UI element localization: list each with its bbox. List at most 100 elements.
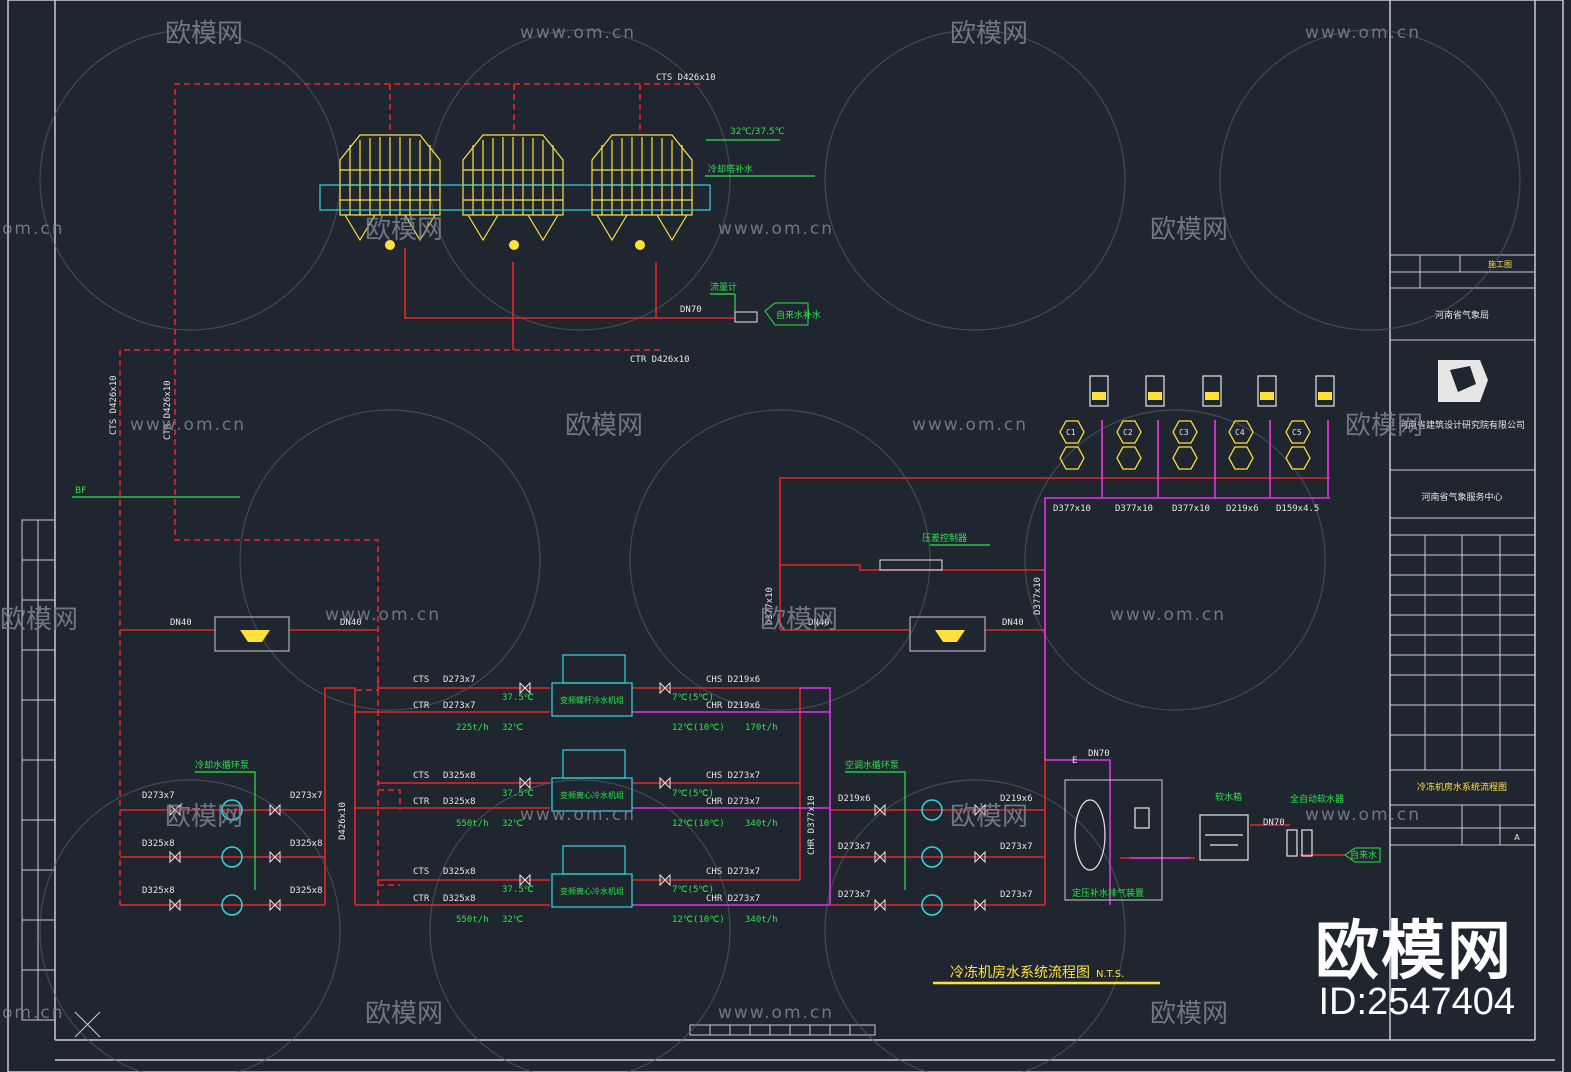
expansion-unit-vessel [1074, 799, 1150, 871]
bottom-scale-bar [74, 1011, 876, 1038]
tower-valves [385, 240, 645, 250]
chiller2-chs: CHS D273x7 [706, 771, 760, 781]
distributor-outlet-1: D377x10 [1053, 504, 1091, 514]
drawing-scale-note: N.T.S. [1096, 969, 1125, 980]
bypass-dn40-left-2: DN40 [340, 618, 362, 628]
terminal-unit-fans [1092, 392, 1332, 400]
chiller2-temp-chw: 7℃(5℃) [672, 789, 714, 799]
pipe-label-cts-top: CTS D426x10 [656, 73, 716, 83]
zone-c2: C2 [1123, 428, 1133, 437]
chiller1-out-pipe: D273x7 [443, 701, 476, 711]
green-leaders [72, 139, 990, 890]
softwater-tank-label: 软水箱 [1215, 791, 1242, 803]
chiller3-temp-chw: 7℃(5℃) [672, 885, 714, 895]
valve-symbols [169, 681, 986, 912]
bypass-box-left [214, 616, 290, 652]
chiller2-temp-in: 37.5℃ [502, 789, 534, 799]
wm-brand-6: 欧模网 [165, 802, 243, 832]
pressure-diff-controller [879, 559, 943, 571]
wm-url-11: om.cn [2, 219, 65, 239]
tap-water-tag [1344, 847, 1381, 863]
zone-hexagons [1059, 420, 1311, 470]
makeup-dn-label: DN70 [680, 305, 702, 315]
expansion-unit-label: 定压补水排气装置 [1072, 887, 1144, 899]
tap-water-label: 自来水 [1350, 849, 1377, 861]
vertical-cts-label: CTS D426x10 [109, 375, 119, 435]
chw-pump-label: 空调水循环泵 [845, 759, 899, 771]
chiller2-temp-cw: 32℃ [502, 819, 523, 829]
wm-brand-2: 欧模网 [950, 19, 1028, 49]
wm-url-5: www.om.cn [912, 415, 1028, 435]
wt-e-label: E [1072, 756, 1077, 766]
wm-brand-8: 欧模网 [1150, 999, 1228, 1029]
title-block-stage: 施工图 [1488, 259, 1512, 269]
chiller1-temp-cw: 32℃ [502, 723, 523, 733]
big-watermark-brand: 欧模网 [1315, 915, 1513, 989]
chiller1-in-pipe: D273x7 [443, 675, 476, 685]
wm-url-9: www.om.cn [520, 805, 636, 825]
title-block-client: 河南省气象局 [1435, 309, 1489, 321]
wm-url-3: www.om.cn [718, 219, 834, 239]
wm-brand-4: 欧模网 [565, 411, 643, 441]
wm-url-1: www.om.cn [520, 23, 636, 43]
cw-pump-out-2: D325x8 [290, 839, 323, 849]
chiller3-temp-cw: 32℃ [502, 915, 523, 925]
title-block-design-inst: 河南省建筑设计研究院有限公司 [1399, 419, 1525, 431]
softener-cylinders [1286, 829, 1313, 857]
chiller2-name: 变频离心冷水机组 [560, 790, 624, 800]
chiller-unit-1 [551, 654, 633, 717]
distributor-outlet-5: D159x4.5 [1276, 504, 1319, 514]
cooling-tower-3 [591, 134, 693, 242]
chiller3-cts: CTS [413, 867, 429, 877]
wm-brand-3: 欧模网 [1150, 215, 1228, 245]
chiller1-temp-chwr: 12℃(10℃) [672, 723, 725, 733]
flow-meter-label: 流量计 [710, 281, 737, 293]
chiller1-temp-in: 37.5℃ [502, 693, 534, 703]
chilled-water-magenta [632, 420, 1330, 906]
wm-url-12: om.cn [2, 1003, 65, 1023]
bypass-box-right [909, 616, 986, 652]
chiller3-flow-chw: 340t/h [745, 915, 778, 925]
tower-note-label: 冷却塔补水 [708, 163, 753, 175]
chw-pump-in-3: D273x7 [838, 890, 871, 900]
chiller1-cts: CTS [413, 675, 429, 685]
cooling-tower-2 [462, 134, 564, 242]
chiller1-ctr: CTR [413, 701, 430, 711]
makeup-tag-label: 自来水补水 [776, 309, 821, 321]
wm-brand-9: 欧模网 [0, 605, 78, 635]
chiller1-flow-chw: 170t/h [745, 723, 778, 733]
chiller2-flow-cw: 550t/h [456, 819, 489, 829]
chiller2-ctr: CTR [413, 797, 430, 807]
chw-pump-group [921, 799, 943, 916]
wm-brand-12: 欧模网 [1345, 411, 1423, 441]
watermark-arcs [39, 29, 1521, 1072]
bypass-dn40-right: DN40 [808, 618, 830, 628]
wm-url-7: www.om.cn [1110, 605, 1226, 625]
chiller1-chr: CHR D219x6 [706, 701, 760, 711]
cooling-water-supply-dashed [119, 83, 700, 905]
cw-pump-in-2: D325x8 [142, 839, 175, 849]
zone-c5: C5 [1292, 428, 1302, 437]
chiller2-out-pipe: D325x8 [443, 797, 476, 807]
pipe-label-ctr-bottom: CTR D426x10 [630, 355, 690, 365]
vertical-ctr-label: CTR D426x10 [163, 380, 173, 440]
chiller3-out-pipe: D325x8 [443, 894, 476, 904]
tower-temp-label: 32℃/37.5℃ [730, 127, 785, 137]
title-block-rev: A [1514, 833, 1520, 842]
cw-pump-group [221, 799, 243, 916]
cw-pump-out-1: D273x7 [290, 791, 323, 801]
makeup-water-tag [764, 302, 809, 326]
cw-pump-out-3: D325x8 [290, 886, 323, 896]
cw-pump-label: 冷却水循环泵 [195, 759, 249, 771]
wm-brand-10: 欧模网 [950, 802, 1028, 832]
wm-brand-1: 欧模网 [165, 19, 243, 49]
bypass-filter-icons [240, 630, 965, 642]
chiller1-flow-cw: 225t/h [456, 723, 489, 733]
title-block [1390, 254, 1535, 846]
riser-label-1: D377x10 [765, 587, 775, 625]
chiller3-flow-cw: 550t/h [456, 915, 489, 925]
chiller3-temp-chwr: 12℃(10℃) [672, 915, 725, 925]
softener-label: 全自动软水器 [1290, 793, 1344, 805]
chw-pump-out-1: D219x6 [1000, 794, 1033, 804]
